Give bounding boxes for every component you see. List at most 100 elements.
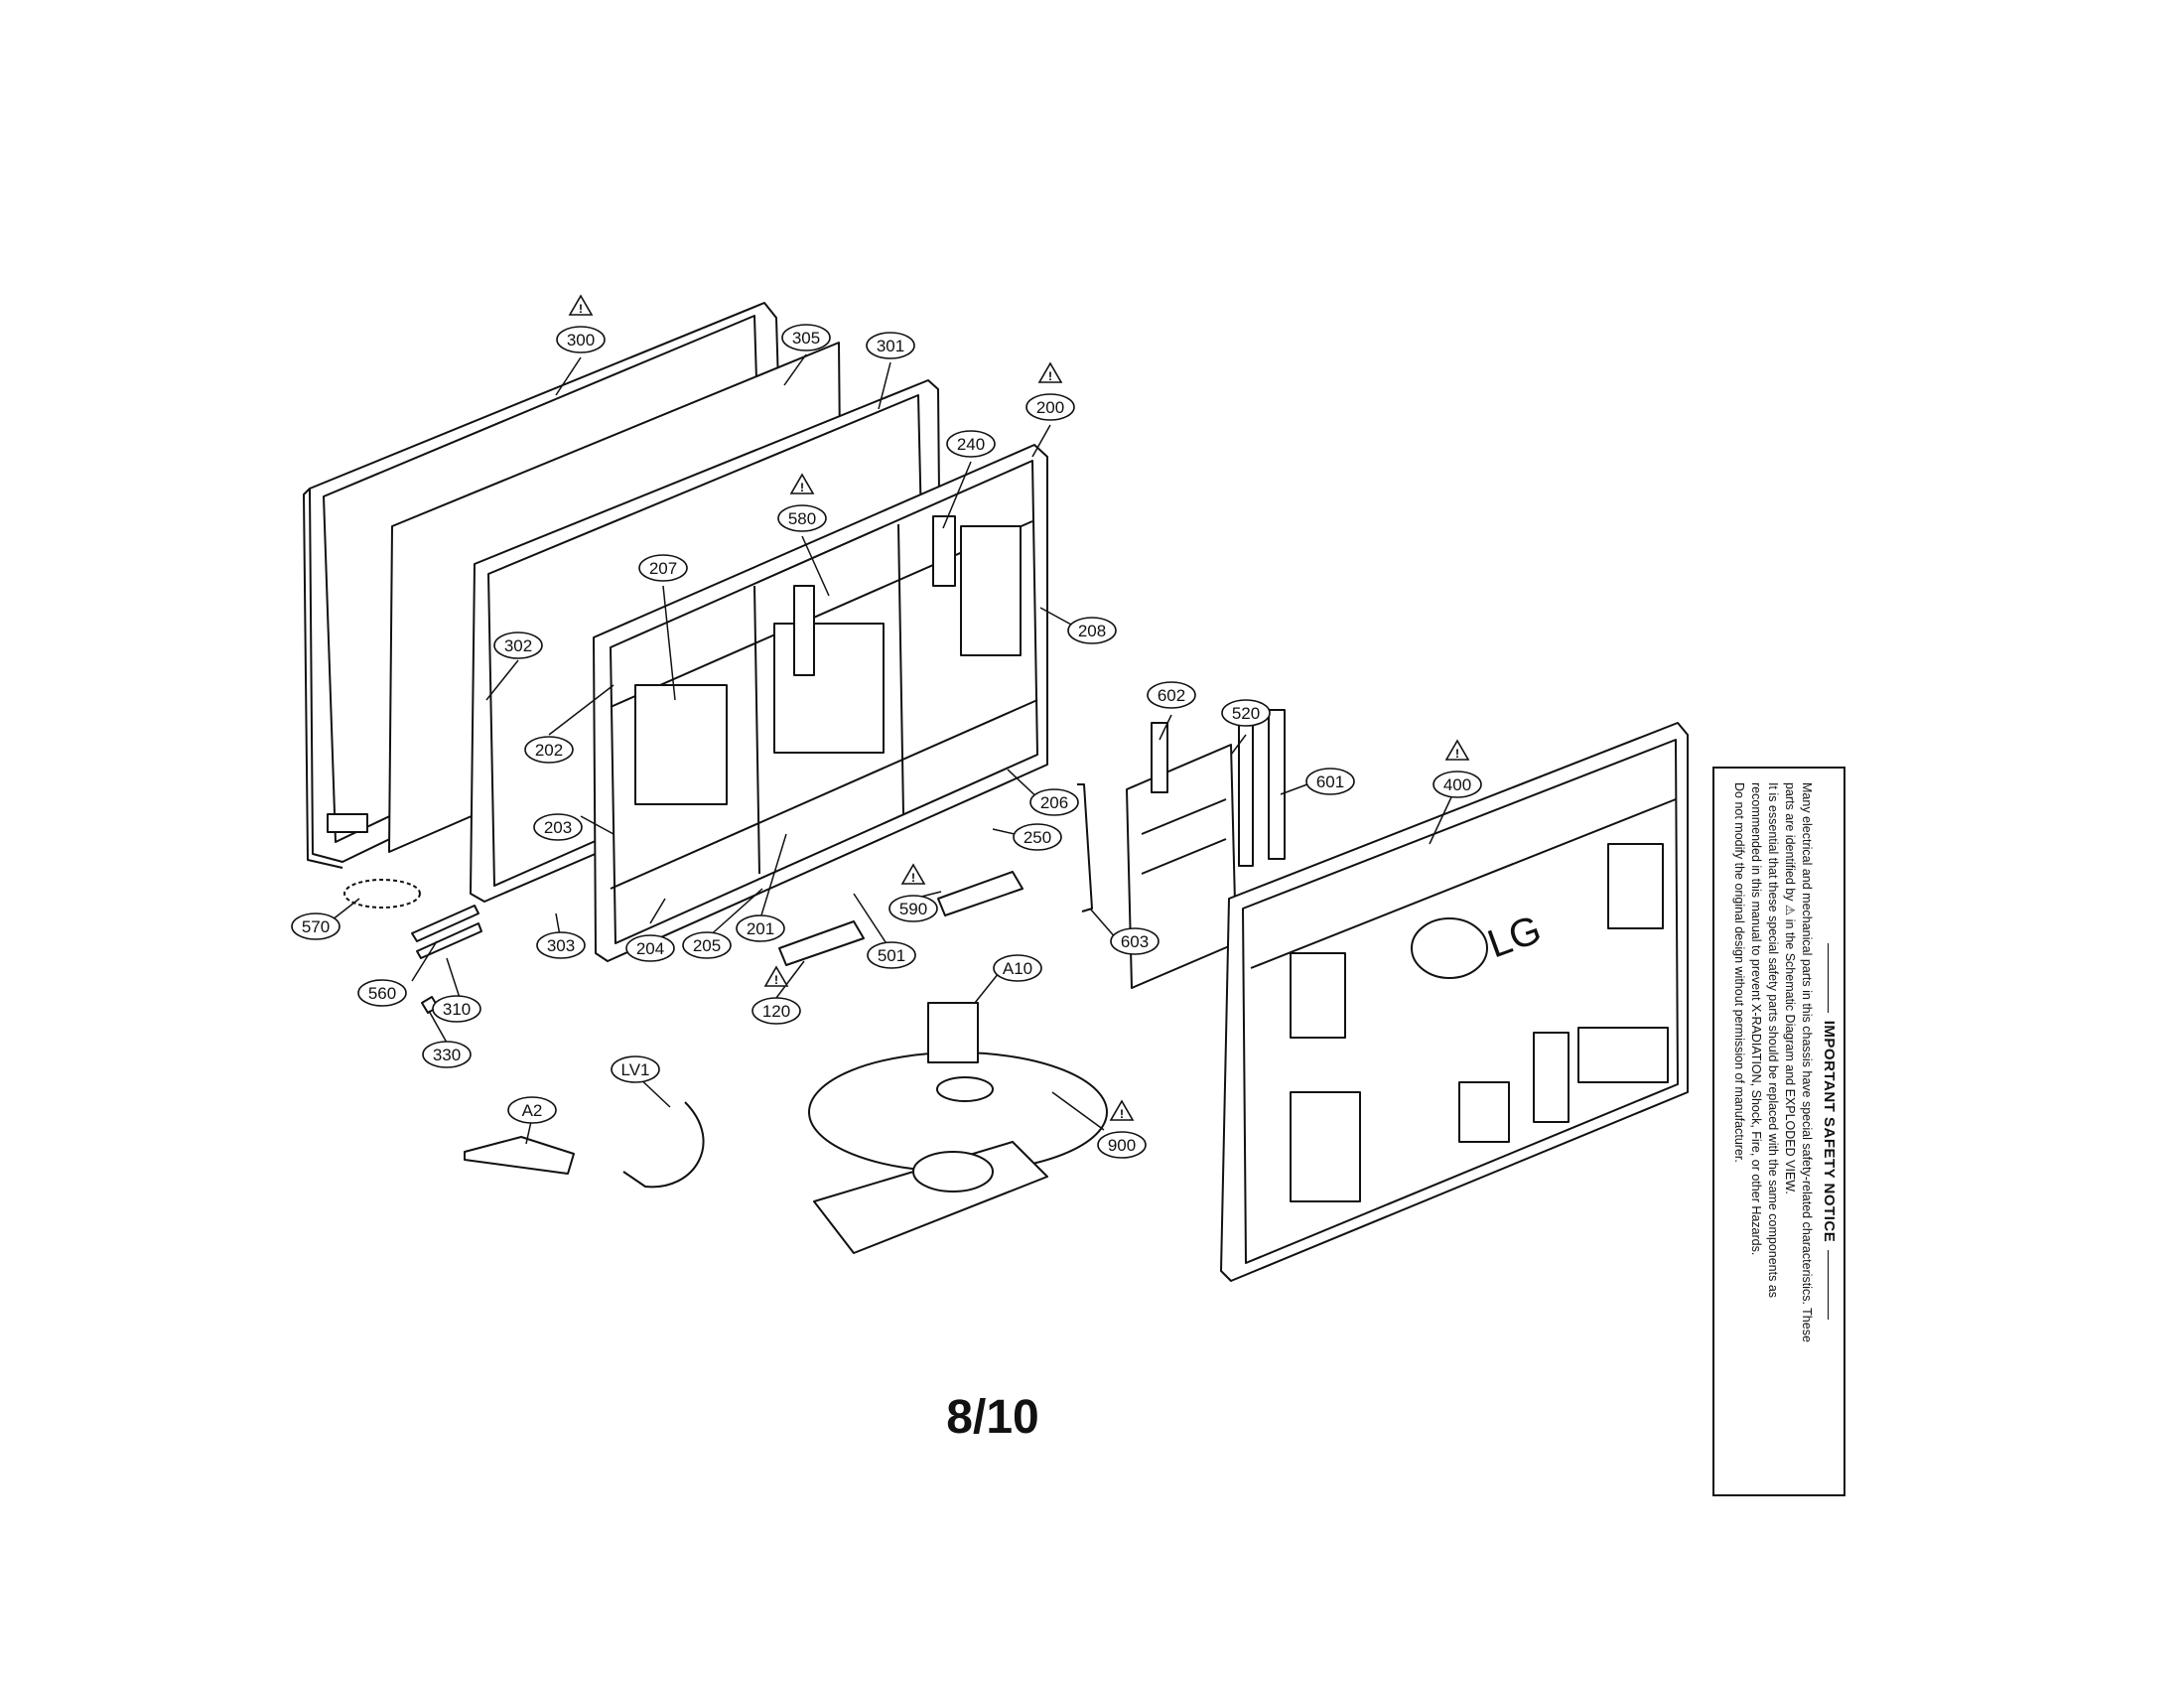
safety-warning-mark: !: [1048, 369, 1052, 383]
callout-603: 603: [1110, 927, 1160, 955]
callout-310: 310: [432, 995, 481, 1023]
safety-warning-icon: [900, 863, 926, 885]
callout-label: 200: [1036, 398, 1064, 417]
callout-label: 520: [1232, 704, 1260, 723]
callout-label: 900: [1108, 1136, 1136, 1155]
callout-590: 590!: [888, 863, 938, 922]
callout-bubble: [736, 914, 785, 942]
speaker-120-part: [778, 920, 865, 966]
safety-warning-mark: !: [800, 481, 804, 494]
callout-bubble: [1097, 1131, 1147, 1159]
callout-305: 305: [781, 324, 831, 351]
callout-560: 560: [357, 979, 407, 1007]
callout-bubble: [946, 430, 996, 458]
safety-warning-mark: !: [774, 973, 778, 987]
callout-label: 300: [567, 331, 595, 350]
callout-group: 300! 305 301 200! 240 580! 207 208 302 202 602 520 6…: [291, 294, 1482, 1159]
callout-330: 330: [422, 1041, 472, 1068]
callout-label: 570: [302, 917, 330, 936]
page-number: 8/10: [946, 1391, 1039, 1444]
safety-notice-title: IMPORTANT SAFETY NOTICE: [1821, 782, 1838, 1480]
callout-label: 120: [762, 1002, 790, 1021]
panel-module-part: [593, 444, 1048, 962]
callout-bubble: [291, 912, 341, 940]
callout-label: 302: [504, 636, 532, 655]
callout-bubble: [751, 997, 801, 1025]
speaker-590-part: [937, 871, 1024, 916]
callout-207: 207: [638, 554, 688, 582]
callout-bubble: [536, 931, 586, 959]
callout-bubble: [1305, 768, 1355, 795]
callout-label: 202: [535, 741, 563, 760]
callout-bubble: [432, 995, 481, 1023]
safety-notice-text: IMPORTANT SAFETY NOTICE Many electrical …: [1716, 769, 1845, 1494]
callout-label: 560: [368, 984, 396, 1003]
stand-base-part: [808, 1002, 1108, 1254]
callout-bubble: [867, 941, 916, 969]
callout-250: 250: [1013, 823, 1062, 851]
callout-900: 900!: [1097, 1099, 1147, 1159]
part-560-part: [411, 905, 479, 942]
callout-240: 240: [946, 430, 996, 458]
callout-bubble: [357, 979, 407, 1007]
remote-a2-part: [464, 1136, 575, 1175]
callout-bubble: [507, 1096, 557, 1124]
callout-bubble: [1025, 393, 1075, 421]
callout-bubble: [524, 736, 574, 764]
callout-bubble: [1110, 927, 1160, 955]
callout-201: 201: [736, 914, 785, 942]
callout-label: 207: [649, 559, 677, 578]
callout-label: LV1: [621, 1060, 650, 1079]
callout-205: 205: [682, 931, 732, 959]
callout-label: 250: [1024, 828, 1051, 847]
callout-bubble: [1147, 681, 1196, 709]
callout-a2: A2: [507, 1096, 557, 1124]
power-cord-lv1-part: [622, 1101, 705, 1189]
callout-303: 303: [536, 931, 586, 959]
callout-label: 601: [1316, 772, 1344, 791]
callout-bubble: [682, 931, 732, 959]
callout-label: A10: [1003, 959, 1032, 978]
callout-bubble: [493, 632, 543, 659]
callout-bubble: [993, 954, 1042, 982]
safety-notice-line-2: parts are identified by ⚠ in the Schemat…: [1783, 782, 1797, 1194]
callout-208: 208: [1067, 617, 1117, 644]
safety-warning-icon: [1109, 1099, 1135, 1121]
main-board-part: [1126, 709, 1286, 989]
safety-warning-icon: [763, 965, 789, 987]
callout-300: 300!: [556, 294, 606, 353]
callout-label: 580: [788, 509, 816, 528]
callout-602: 602: [1147, 681, 1196, 709]
callout-400: 400!: [1433, 739, 1482, 798]
callout-203: 203: [533, 813, 583, 841]
callout-bubble: [781, 324, 831, 351]
callout-204: 204: [625, 934, 675, 962]
callout-label: 310: [443, 1000, 471, 1019]
callout-580: 580!: [777, 473, 827, 532]
callout-302: 302: [493, 632, 543, 659]
safety-warning-icon: [1444, 739, 1470, 761]
callout-bubble: [611, 1055, 660, 1083]
callout-120: 120!: [751, 965, 801, 1025]
callout-570: 570: [291, 912, 341, 940]
safety-notice-line-4: recommended in this manual to prevent X-…: [1749, 782, 1763, 1256]
part-570-part: [343, 879, 421, 909]
callout-bubble: [888, 895, 938, 922]
callout-bubble: [1029, 788, 1079, 816]
callout-bubble: [777, 504, 827, 532]
safety-warning-mark: !: [1120, 1107, 1124, 1121]
bracket-603-part: [1077, 783, 1093, 912]
callout-601: 601: [1305, 768, 1355, 795]
callout-301: 301: [866, 332, 915, 359]
callout-label: 590: [899, 900, 927, 918]
callout-bubble: [1221, 699, 1271, 727]
callout-bubble: [1067, 617, 1117, 644]
safety-warning-mark: !: [911, 871, 915, 885]
callout-200: 200!: [1025, 361, 1075, 421]
safety-notice-line-5: Do not modify the original design withou…: [1732, 782, 1746, 1163]
callout-label: 303: [547, 936, 575, 955]
callout-206: 206: [1029, 788, 1079, 816]
callout-label: 400: [1443, 775, 1471, 794]
callout-label: 501: [878, 946, 905, 965]
